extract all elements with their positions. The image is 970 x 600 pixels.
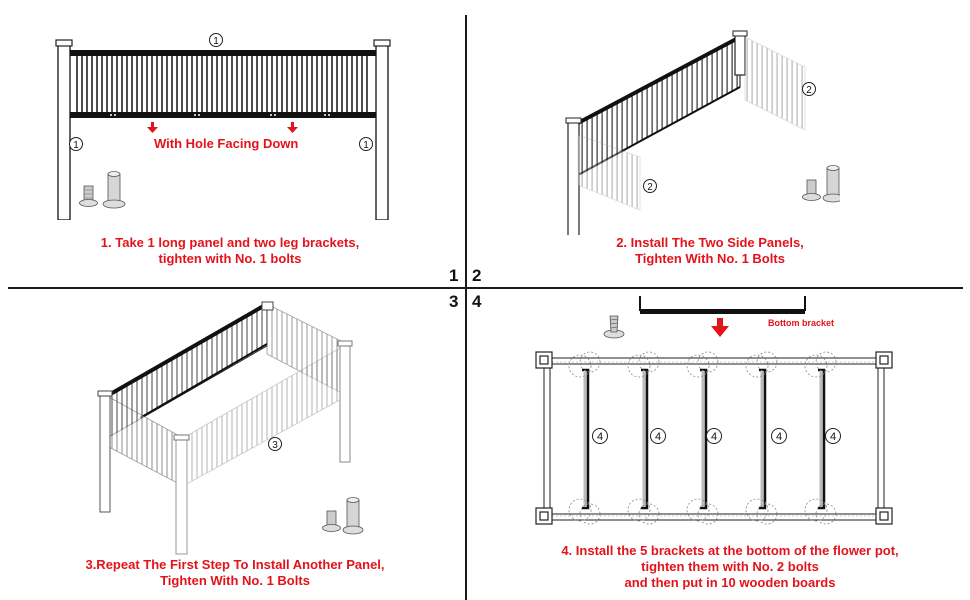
step1-panel-illustration: 1 1 1 bbox=[55, 33, 391, 220]
hole-facing-note: With Hole Facing Down bbox=[154, 136, 299, 151]
step3-caption-line1: 3.Repeat The First Step To Install Anoth… bbox=[85, 557, 385, 572]
step-number-4: 4 bbox=[472, 292, 482, 311]
svg-text:4: 4 bbox=[655, 431, 661, 443]
part-label-4: 4 bbox=[825, 428, 841, 444]
step1-caption-line2: tighten with No. 1 bolts bbox=[158, 251, 302, 266]
horizontal-divider bbox=[8, 287, 963, 289]
screw-icon bbox=[603, 315, 625, 339]
svg-text:1: 1 bbox=[363, 140, 369, 151]
step-number-1: 1 bbox=[449, 266, 459, 285]
step3-caption-line2: Tighten With No. 1 Bolts bbox=[160, 573, 310, 588]
part-label-1-left: 1 bbox=[69, 137, 83, 151]
step4-top-view-illustration: 4 4 4 4 4 bbox=[535, 351, 893, 525]
svg-text:3: 3 bbox=[272, 440, 278, 451]
step2-caption-line2: Tighten With No. 1 Bolts bbox=[635, 251, 785, 266]
step4-caption-line2: tighten them with No. 2 bolts bbox=[641, 559, 819, 574]
step1-caption-line1: 1. Take 1 long panel and two leg bracket… bbox=[100, 235, 360, 250]
down-arrow-icon bbox=[711, 318, 729, 337]
svg-text:4: 4 bbox=[597, 431, 603, 443]
vertical-divider bbox=[465, 15, 467, 600]
svg-text:1: 1 bbox=[213, 36, 219, 47]
part-label-4: 4 bbox=[706, 428, 722, 444]
part-label-4: 4 bbox=[771, 428, 787, 444]
part-label-3: 3 bbox=[268, 437, 282, 451]
svg-text:4: 4 bbox=[711, 431, 717, 443]
step-number-2: 2 bbox=[472, 266, 482, 285]
part-label-2-right: 2 bbox=[802, 82, 816, 96]
svg-text:1: 1 bbox=[73, 140, 79, 151]
svg-text:2: 2 bbox=[806, 85, 812, 96]
part-label-1-top: 1 bbox=[209, 33, 223, 47]
part-label-4: 4 bbox=[592, 428, 608, 444]
bolt-icon bbox=[802, 165, 840, 203]
step-number-3: 3 bbox=[449, 292, 459, 311]
svg-text:4: 4 bbox=[830, 431, 836, 443]
bolt-icon bbox=[79, 171, 126, 209]
step4-caption-line3: and then put in 10 wooden boards bbox=[624, 575, 836, 590]
bolt-icon bbox=[322, 497, 364, 535]
step4-caption: 4. Install the 5 brackets at the bottom … bbox=[520, 543, 940, 591]
part-label-1-right: 1 bbox=[359, 137, 373, 151]
bottom-bracket-illustration bbox=[639, 296, 806, 314]
step1-caption: 1. Take 1 long panel and two leg bracket… bbox=[60, 235, 400, 267]
step3-caption: 3.Repeat The First Step To Install Anoth… bbox=[40, 557, 430, 589]
step4-caption-line1: 4. Install the 5 brackets at the bottom … bbox=[561, 543, 899, 558]
step3-box-illustration: 3 bbox=[97, 301, 364, 555]
svg-text:4: 4 bbox=[776, 431, 782, 443]
part-label-2-left: 2 bbox=[643, 179, 657, 193]
step2-caption-line1: 2. Install The Two Side Panels, bbox=[616, 235, 804, 250]
part-label-4: 4 bbox=[650, 428, 666, 444]
svg-text:2: 2 bbox=[647, 182, 653, 193]
step2-caption: 2. Install The Two Side Panels, Tighten … bbox=[545, 235, 875, 267]
bottom-bracket-label: Bottom bracket bbox=[768, 318, 835, 328]
step2-side-panels-illustration: 2 2 bbox=[565, 30, 840, 235]
